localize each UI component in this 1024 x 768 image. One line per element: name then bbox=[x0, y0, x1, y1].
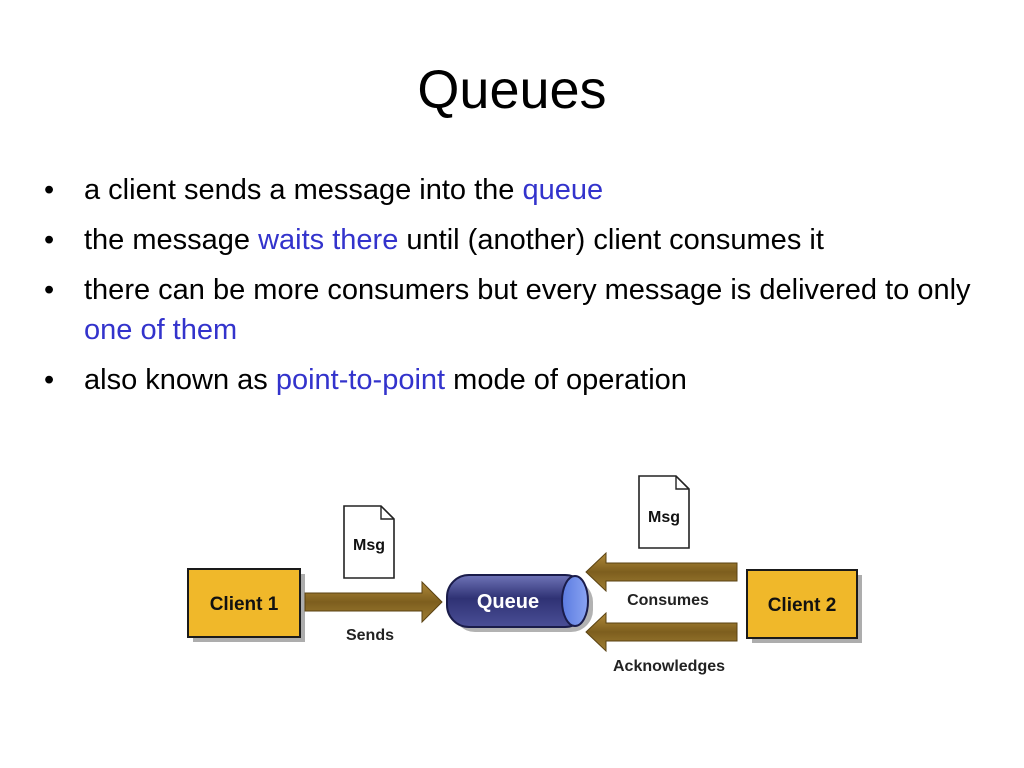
bullet-item: • a client sends a message into the queue bbox=[44, 170, 984, 210]
bullet-text: until (another) client consumes it bbox=[398, 224, 824, 256]
queue-cylinder: Queue bbox=[446, 574, 593, 632]
msg-consume-label: Msg bbox=[648, 509, 680, 526]
highlight-text: one of them bbox=[84, 314, 238, 346]
bullet-text: also known as bbox=[84, 364, 276, 396]
consume-arrow bbox=[585, 551, 738, 593]
queue-label: Queue bbox=[477, 591, 539, 613]
highlight-text: point-to-point bbox=[275, 364, 446, 396]
client2-label: Client 2 bbox=[768, 595, 837, 616]
bullet-list: • a client sends a message into the queue… bbox=[44, 170, 984, 410]
bullet-text: there can be more consumers but every me… bbox=[84, 274, 971, 306]
acknowledges-label: Acknowledges bbox=[613, 658, 725, 675]
bullet-dot: • bbox=[44, 364, 55, 396]
sends-label: Sends bbox=[346, 627, 394, 644]
acknowledge-arrow bbox=[585, 611, 738, 653]
bullet-item: • the message waits there until (another)… bbox=[44, 220, 984, 260]
highlight-text: waits there bbox=[258, 224, 399, 256]
slide-title: Queues bbox=[417, 60, 607, 120]
bullet-dot: • bbox=[44, 224, 55, 256]
client2-box: Client 2 bbox=[746, 569, 862, 643]
client1-box: Client 1 bbox=[187, 568, 305, 642]
message-document-icon: Msg bbox=[638, 475, 690, 549]
bullet-text: the message bbox=[84, 224, 259, 256]
bullet-text: a client sends a message into the bbox=[84, 174, 523, 206]
bullet-text: mode of operation bbox=[445, 364, 687, 396]
bullet-item: • there can be more consumers but every m… bbox=[44, 270, 984, 350]
highlight-text: queue bbox=[522, 174, 604, 206]
msg-send-label: Msg bbox=[353, 537, 385, 554]
client1-label: Client 1 bbox=[210, 594, 279, 615]
bullet-dot: • bbox=[44, 274, 55, 306]
send-arrow bbox=[304, 580, 443, 624]
message-document-icon: Msg bbox=[343, 505, 395, 579]
bullet-dot: • bbox=[44, 174, 55, 206]
bullet-item: • also known as point-to-point mode of op… bbox=[44, 360, 984, 400]
consumes-label: Consumes bbox=[627, 592, 709, 609]
